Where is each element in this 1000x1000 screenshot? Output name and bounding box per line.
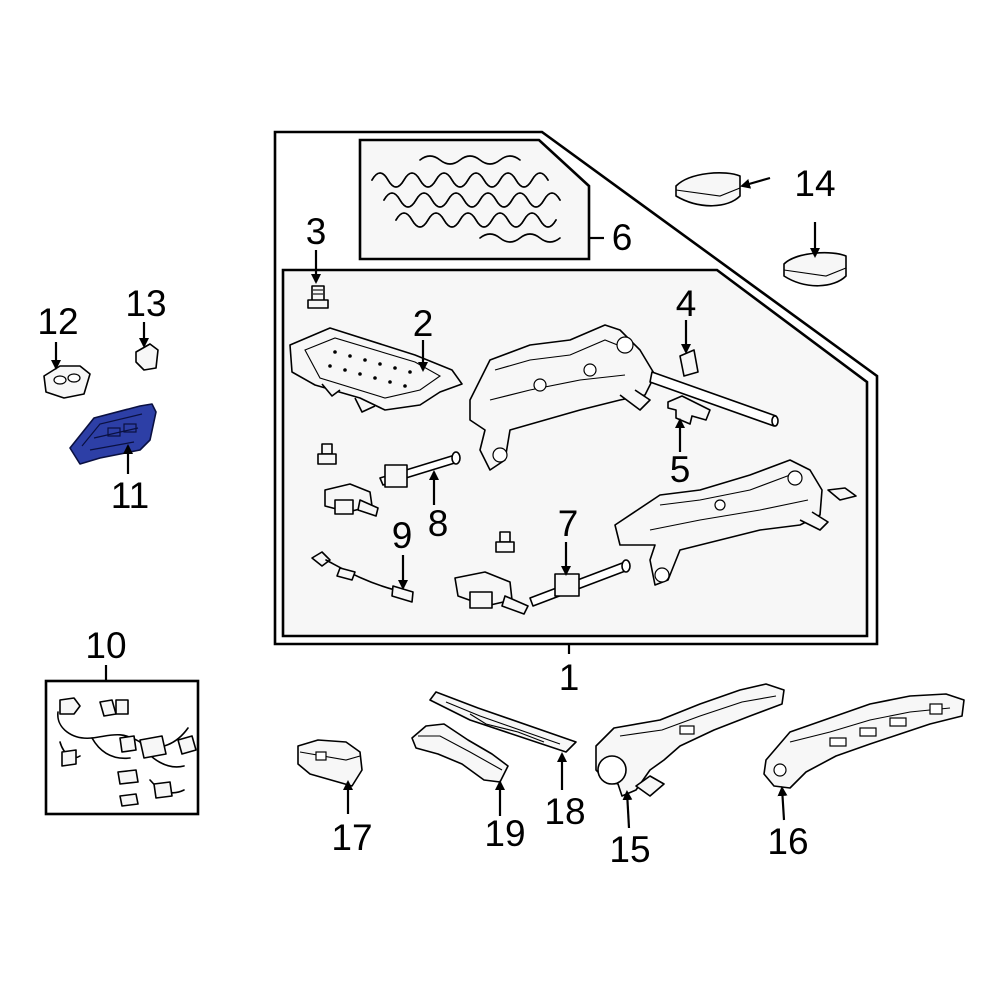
callout-5: 5 [670, 449, 691, 490]
callout-6: 6 [612, 217, 633, 258]
callout-19: 19 [484, 813, 525, 854]
callout-1: 1 [559, 657, 580, 698]
callout-14: 14 [794, 163, 835, 204]
part-14-cap-upper [675, 172, 741, 207]
callout-3: 3 [306, 211, 327, 252]
callout-11: 11 [111, 475, 149, 516]
part-7-motor [454, 559, 631, 615]
seat-springs-illustration [371, 155, 561, 243]
part-8-motor [324, 451, 461, 517]
callout-7: 7 [558, 503, 579, 544]
callout-12: 12 [37, 301, 78, 342]
part-19-cover [411, 723, 509, 783]
part-13-clip [135, 343, 159, 371]
crossbar-rod [649, 371, 779, 427]
callout-2: 2 [413, 303, 434, 344]
part-6-spring-box [358, 138, 604, 261]
part-7-bolt [495, 531, 515, 553]
part-17-cover [297, 739, 363, 787]
part-5-bracket [667, 395, 711, 425]
part-16-side-cover [763, 693, 965, 789]
callout-17: 17 [331, 817, 372, 858]
callout-4: 4 [676, 283, 697, 324]
part-15-side-cover [595, 683, 785, 797]
part-18-strip [429, 691, 577, 753]
callout-18: 18 [544, 791, 585, 832]
part-14-cap-lower [783, 251, 847, 287]
part-8-bolt [317, 443, 337, 465]
part-11-highlighted-switch [69, 403, 157, 465]
callout-16: 16 [767, 821, 808, 862]
part-3-bolt [307, 285, 329, 309]
callout-10: 10 [85, 625, 126, 666]
leader-lines [51, 176, 820, 829]
part-9-cable [311, 551, 414, 603]
callout-15: 15 [609, 829, 650, 870]
seat-track-upper [469, 324, 656, 471]
part-10-harness-box [44, 665, 200, 816]
callout-13: 13 [125, 283, 166, 324]
seat-track-lower [614, 459, 857, 586]
part-12-grommet [43, 365, 91, 399]
callout-8: 8 [428, 503, 449, 544]
part-2-seat-pan [289, 327, 463, 413]
callout-9: 9 [392, 515, 413, 556]
